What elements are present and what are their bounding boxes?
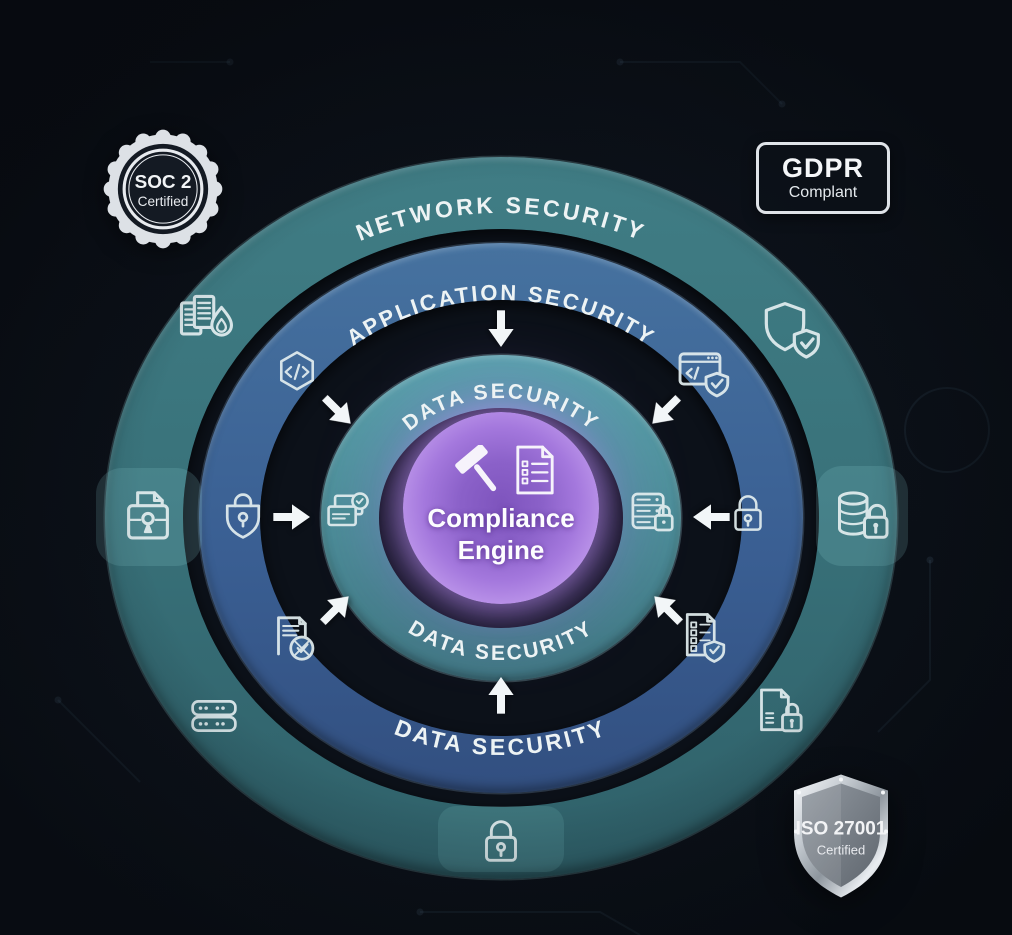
doc-seal-icon: [268, 612, 324, 668]
arrow-left-icon: [272, 502, 312, 532]
shield-lock-icon: [216, 489, 270, 543]
soc2-badge: SOC 2 Certified: [100, 126, 226, 252]
secure-file-icon: [117, 485, 179, 547]
code-hexagon-icon: [271, 347, 323, 399]
soc2-title: SOC 2: [135, 172, 192, 193]
database-stack-lock-icon: [832, 486, 892, 546]
gdpr-subtitle: Complant: [788, 183, 858, 201]
padlock-icon: [723, 488, 773, 538]
core-title-line1: Compliance: [427, 503, 575, 534]
padlock-bottom-icon: [472, 812, 530, 870]
iso27001-badge: ISO 27001 Certified: [782, 770, 900, 903]
core-title-line2: Engine: [457, 535, 545, 565]
arrow-bottom-icon: [486, 675, 516, 715]
soc2-subtitle: Certified: [138, 194, 189, 209]
iso-subtitle: Certified: [817, 843, 865, 858]
shield-check-icon: [757, 297, 821, 361]
gavel-icon: [455, 445, 497, 492]
arrow-top-icon: [486, 309, 516, 349]
iso-title: ISO 27001: [796, 819, 887, 840]
server-rack-icon: [187, 689, 241, 743]
core-title: Compliance Engine: [427, 503, 574, 566]
browser-shield-icon: [674, 343, 732, 401]
compliance-engine-content: Compliance Engine: [403, 412, 599, 604]
files-badge-icon: [321, 486, 373, 538]
gdpr-title: GDPR: [781, 152, 864, 183]
database-lock-icon: [625, 485, 679, 539]
checklist-doc-icon: [516, 445, 554, 495]
doc-lock-icon: [751, 683, 807, 739]
checklist-shield-icon: [676, 610, 730, 664]
gdpr-badge: GDPR Complant: [756, 142, 890, 214]
docs-flame-icon: [175, 290, 237, 352]
